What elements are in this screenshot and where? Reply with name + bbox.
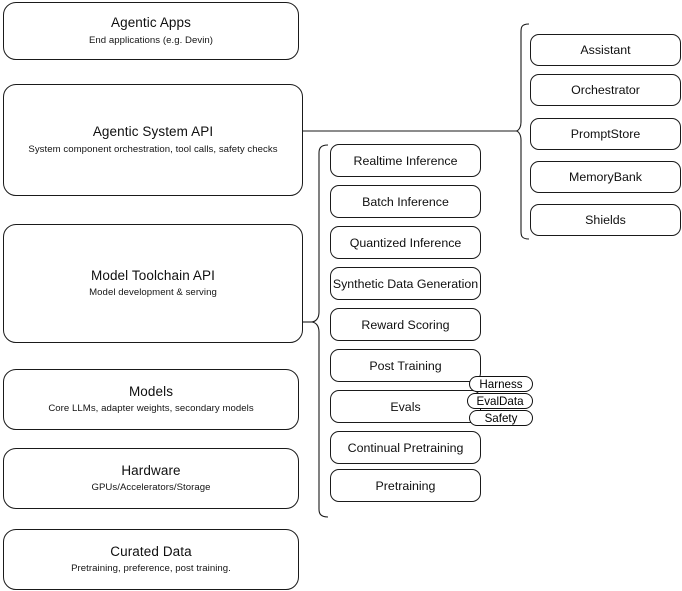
- layer-subtitle: End applications (e.g. Devin): [88, 34, 214, 46]
- chip-label: Reward Scoring: [361, 317, 450, 332]
- chip-evals[interactable]: Evals: [330, 390, 481, 423]
- layer-models[interactable]: Models Core LLMs, adapter weights, secon…: [3, 369, 299, 430]
- chip-post-training[interactable]: Post Training: [330, 349, 481, 382]
- layer-curated-data[interactable]: Curated Data Pretraining, preference, po…: [3, 529, 299, 590]
- pill-evaldata[interactable]: EvalData: [467, 393, 533, 409]
- layer-hardware[interactable]: Hardware GPUs/Accelerators/Storage: [3, 448, 299, 509]
- chip-label: Shields: [585, 213, 626, 227]
- layer-subtitle: Core LLMs, adapter weights, secondary mo…: [48, 403, 254, 415]
- chip-label: Synthetic Data Generation: [332, 276, 479, 291]
- chip-assistant[interactable]: Assistant: [530, 34, 681, 66]
- chip-shields[interactable]: Shields: [530, 204, 681, 236]
- chip-reward-scoring[interactable]: Reward Scoring: [330, 308, 481, 341]
- chip-continual-pretraining[interactable]: Continual Pretraining: [330, 431, 481, 464]
- layer-subtitle: Pretraining, preference, post training.: [71, 563, 231, 575]
- pill-label: EvalData: [476, 394, 524, 408]
- pill-label: Safety: [484, 411, 518, 425]
- chip-batch-inference[interactable]: Batch Inference: [330, 185, 481, 218]
- chip-label: Orchestrator: [571, 83, 640, 97]
- chip-label: MemoryBank: [569, 170, 642, 184]
- chip-realtime-inference[interactable]: Realtime Inference: [330, 144, 481, 177]
- layer-title: Hardware: [121, 462, 181, 478]
- bracket-toolchain-capabilities: [310, 144, 329, 518]
- chip-synthetic-data-generation[interactable]: Synthetic Data Generation: [330, 267, 481, 300]
- chip-label: Realtime Inference: [353, 153, 458, 168]
- bracket-system-components: [515, 23, 530, 240]
- chip-pretraining[interactable]: Pretraining: [330, 469, 481, 502]
- chip-orchestrator[interactable]: Orchestrator: [530, 74, 681, 106]
- chip-label: Batch Inference: [362, 194, 449, 209]
- layer-title: Curated Data: [110, 543, 192, 559]
- chip-promptstore[interactable]: PromptStore: [530, 118, 681, 150]
- layer-title: Agentic System API: [92, 124, 214, 140]
- chip-label: Evals: [390, 399, 421, 414]
- layer-model-toolchain-api[interactable]: Model Toolchain API Model development & …: [3, 224, 303, 343]
- layer-subtitle: GPUs/Accelerators/Storage: [91, 482, 211, 494]
- chip-label: Quantized Inference: [349, 235, 462, 250]
- chip-memorybank[interactable]: MemoryBank: [530, 161, 681, 193]
- layer-title: Models: [128, 383, 174, 399]
- chip-label: Continual Pretraining: [347, 440, 464, 455]
- layer-agentic-apps[interactable]: Agentic Apps End applications (e.g. Devi…: [3, 2, 299, 60]
- layer-title: Agentic Apps: [110, 15, 191, 31]
- layer-subtitle: Model development & serving: [89, 287, 217, 299]
- chip-label: Pretraining: [375, 478, 436, 493]
- pill-harness[interactable]: Harness: [469, 376, 533, 392]
- chip-label: Post Training: [369, 358, 442, 373]
- layer-agentic-system-api[interactable]: Agentic System API System component orch…: [3, 84, 303, 196]
- layer-title: Model Toolchain API: [91, 267, 215, 283]
- chip-label: Assistant: [580, 43, 631, 57]
- chip-label: PromptStore: [570, 127, 641, 141]
- layer-subtitle: System component orchestration, tool cal…: [28, 143, 278, 155]
- pill-label: Harness: [479, 377, 523, 391]
- chip-quantized-inference[interactable]: Quantized Inference: [330, 226, 481, 259]
- pill-safety[interactable]: Safety: [469, 410, 533, 426]
